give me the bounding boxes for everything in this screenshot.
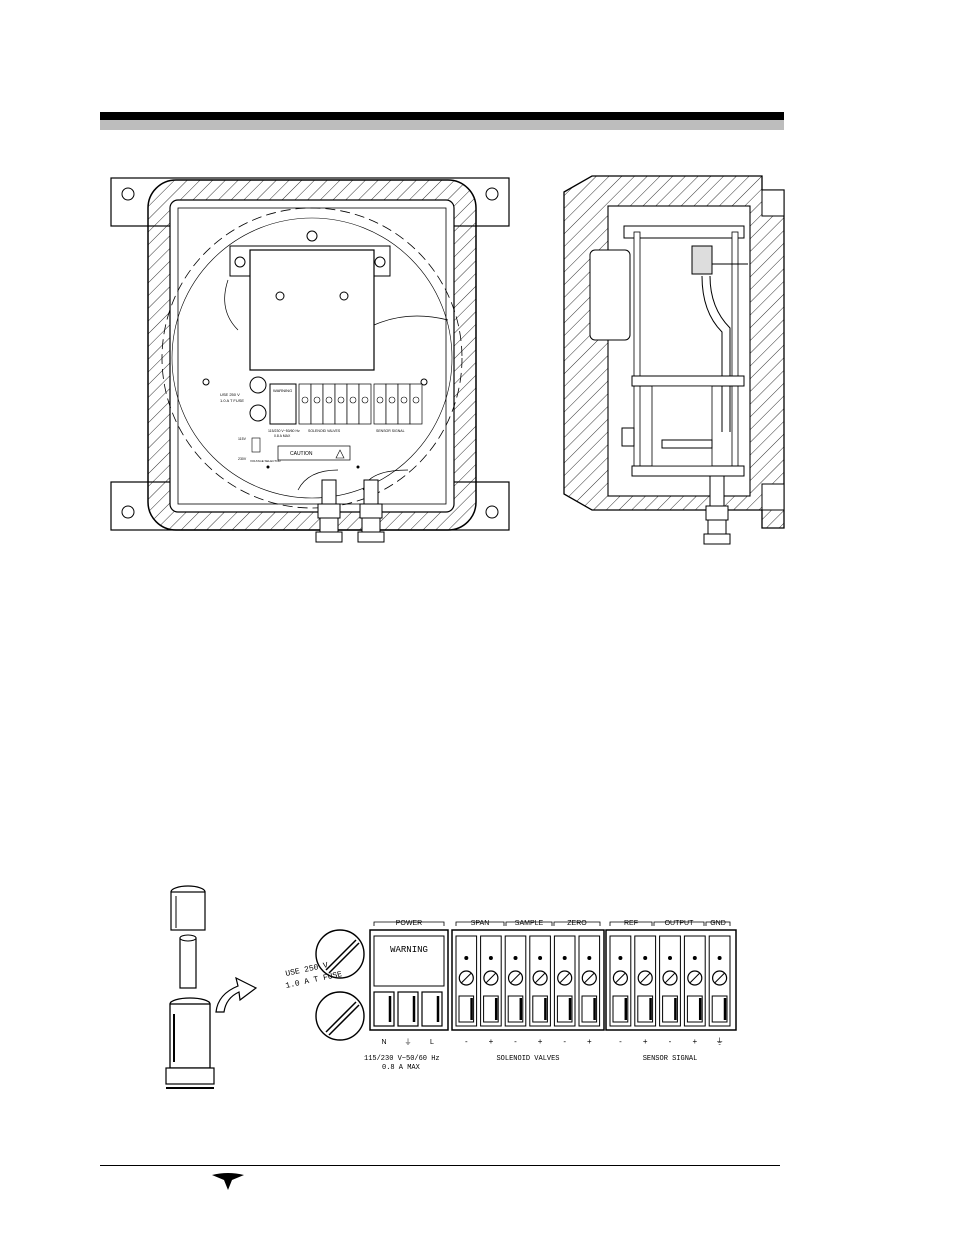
sensor-caption: SENSOR SIGNAL bbox=[643, 1055, 698, 1063]
polarity-label: ⏚ bbox=[716, 1037, 724, 1046]
group-label-gnd: GND bbox=[710, 920, 726, 927]
power-caption-line1: 115/230 V~50/60 Hz bbox=[364, 1055, 440, 1063]
terminal-clamp bbox=[637, 995, 654, 1023]
footer-rule bbox=[100, 1165, 780, 1166]
screw-slot bbox=[664, 972, 676, 984]
polarity-label: + bbox=[538, 1037, 543, 1046]
front-fuse-label-1: USE 250 V bbox=[220, 392, 240, 397]
group-label-zero: ZERO bbox=[567, 920, 587, 927]
power-caption-line2: 0.8 A MAX bbox=[382, 1064, 421, 1072]
front-solenoid-caption: SOLENOID VALVES bbox=[308, 429, 341, 433]
caution-label: CAUTION bbox=[290, 451, 313, 457]
screw-slot bbox=[639, 972, 651, 984]
header-rule-shadow bbox=[100, 120, 784, 130]
terminal-clamp bbox=[711, 995, 728, 1023]
front-power-caption-1: 115/230 V~50/60 Hz bbox=[268, 429, 300, 433]
terminal-dot bbox=[692, 956, 697, 960]
screw-slot bbox=[615, 972, 626, 984]
polarity-label: - bbox=[465, 1037, 468, 1046]
front-sensor-caption: SENSOR SIGNAL bbox=[376, 429, 405, 433]
front-fuse-label-2: 1.0 A T FUSE bbox=[220, 398, 244, 403]
power-terminal-label: ⏚ bbox=[405, 1038, 412, 1046]
warning-plate bbox=[373, 935, 445, 987]
voltage-selector-label: VOLTAGE SELECTOR bbox=[250, 459, 282, 463]
group-label-span: SPAN bbox=[471, 920, 490, 927]
fuse-assembly bbox=[160, 882, 220, 1097]
enclosure-front-view: USE 250 V 1.0 A T FUSE WARNING 115/230 V… bbox=[108, 170, 518, 550]
group-label-output: OUTPUT bbox=[665, 920, 695, 927]
solenoid-caption: SOLENOID VALVES bbox=[496, 1055, 559, 1063]
sensor-terminals bbox=[609, 935, 731, 1027]
terminal-dot bbox=[717, 956, 722, 960]
screw-slot bbox=[510, 972, 521, 984]
terminal-dot bbox=[668, 956, 672, 960]
fuse-cap-lower bbox=[315, 991, 365, 1041]
group-label-sample: SAMPLE bbox=[515, 920, 544, 927]
terminal-clamp bbox=[507, 995, 524, 1023]
voltage-bottom-label: 230V bbox=[238, 457, 247, 461]
voltage-top-label: 115V bbox=[238, 437, 247, 441]
front-warning-label: WARNING bbox=[273, 388, 292, 393]
screw-slot bbox=[485, 972, 497, 984]
terminal-dot bbox=[464, 956, 469, 960]
solenoid-terminals bbox=[455, 935, 601, 1027]
polarity-label: + bbox=[692, 1037, 697, 1046]
polarity-label: + bbox=[489, 1037, 494, 1046]
terminal-dot bbox=[488, 956, 493, 960]
polarity-label: + bbox=[643, 1037, 648, 1046]
insert-arrow-icon bbox=[212, 972, 258, 1014]
terminal-dot bbox=[562, 956, 567, 960]
terminal-dot bbox=[587, 956, 592, 960]
front-power-caption-2: 0.8 A MAX bbox=[274, 434, 291, 438]
teledyne-logo-icon bbox=[210, 1172, 246, 1192]
polarity-label: + bbox=[587, 1037, 592, 1046]
terminal-clamp bbox=[483, 995, 499, 1023]
terminal-clamp bbox=[581, 995, 598, 1023]
terminal-clamp bbox=[612, 995, 629, 1023]
screw-slot bbox=[689, 972, 701, 984]
polarity-label: - bbox=[619, 1037, 622, 1046]
terminal-dot bbox=[538, 956, 543, 960]
screw-slot bbox=[714, 972, 725, 984]
header-rule bbox=[100, 112, 784, 120]
group-label-ref: REF bbox=[624, 920, 638, 927]
power-terminal-label: N bbox=[381, 1039, 386, 1046]
terminal-clamp bbox=[532, 995, 548, 1023]
screw-slot bbox=[534, 972, 546, 984]
enclosure-side-view bbox=[562, 172, 788, 550]
terminal-clamp bbox=[556, 995, 573, 1023]
terminal-dot bbox=[513, 956, 518, 960]
terminal-clamp bbox=[458, 995, 475, 1023]
terminal-dot bbox=[643, 956, 648, 960]
polarity-label: - bbox=[514, 1037, 517, 1046]
terminal-block-detail: USE 250 V 1.0 A T FUSE POWER SPAN SAMPLE… bbox=[270, 912, 750, 1072]
power-terminal-label: L bbox=[430, 1039, 434, 1046]
screw-slot bbox=[460, 972, 472, 984]
screw-slot bbox=[559, 972, 571, 984]
terminal-clamp bbox=[686, 995, 703, 1023]
screw-slot bbox=[583, 972, 595, 984]
terminal-dot bbox=[618, 956, 623, 960]
polarity-label: - bbox=[669, 1037, 672, 1046]
polarity-label: - bbox=[563, 1037, 566, 1046]
fuse-cap-upper bbox=[315, 929, 365, 979]
warning-label: WARNING bbox=[390, 945, 428, 955]
group-label-power: POWER bbox=[396, 920, 422, 927]
terminal-clamp bbox=[662, 995, 678, 1023]
